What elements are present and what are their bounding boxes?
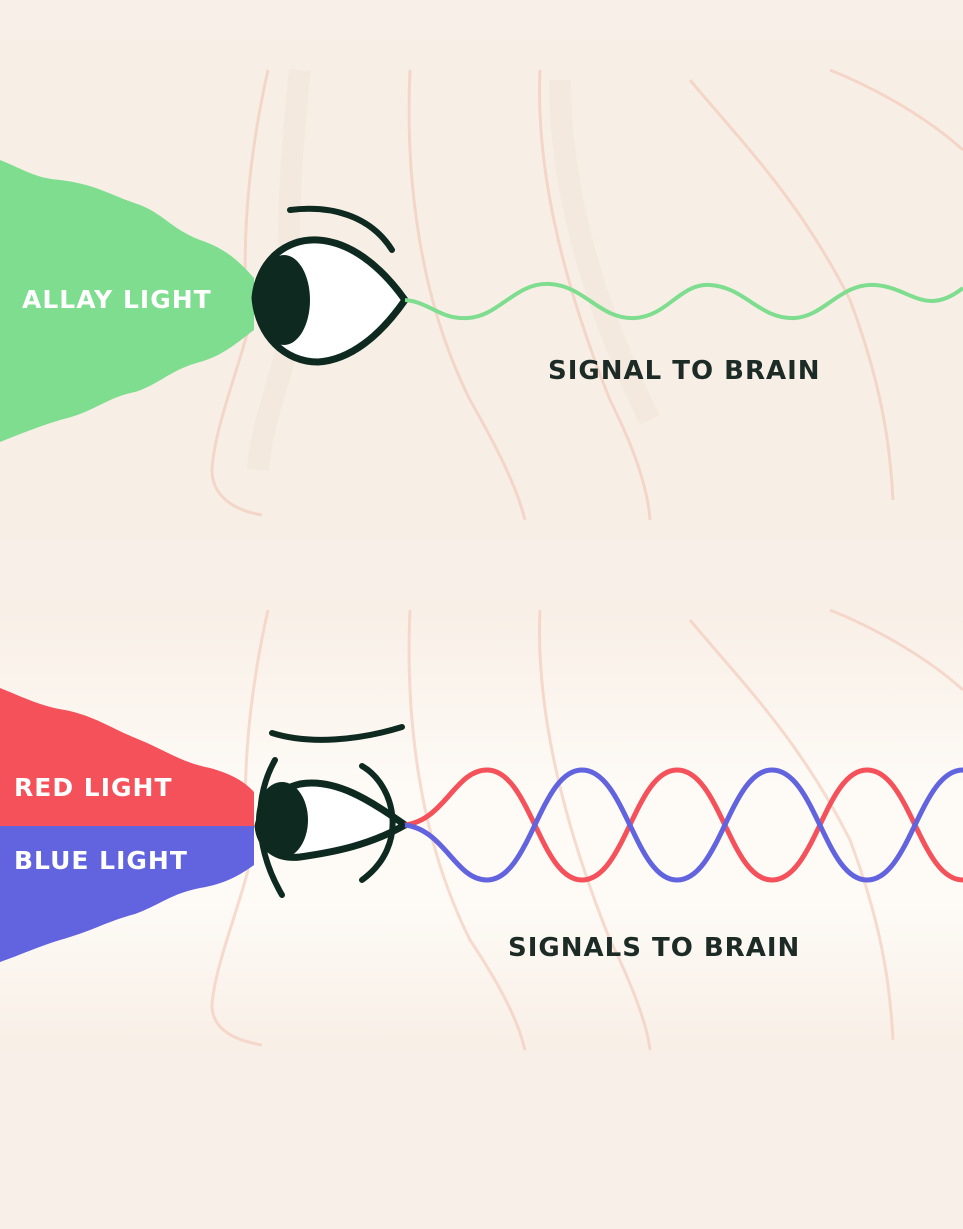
blue-light-label: BLUE LIGHT (14, 846, 188, 875)
blue-signal-wave (404, 767, 963, 883)
red-light-beam (0, 688, 254, 826)
signal-to-brain-label: SIGNAL TO BRAIN (548, 356, 821, 386)
squint-line-left (257, 757, 285, 898)
pupil (258, 255, 310, 345)
face-sketch (210, 608, 963, 1051)
signals-to-brain-label: SIGNALS TO BRAIN (508, 933, 801, 963)
allay-light-beam (0, 160, 254, 442)
face-sketch (210, 68, 963, 521)
red-signal-wave (404, 767, 963, 883)
squint-line-right (359, 763, 396, 883)
eyebrow (287, 205, 395, 253)
allay-signal-wave (404, 281, 963, 321)
eyebrow (269, 724, 405, 743)
panel-allay (0, 40, 963, 540)
eye-icon (254, 724, 409, 898)
red-light-label: RED LIGHT (14, 773, 173, 802)
allay-light-label: ALLAY LIGHT (22, 285, 212, 314)
blue-light-beam (0, 826, 254, 962)
panel-red-blue (0, 600, 963, 1052)
pupil (256, 782, 308, 858)
eye-icon (251, 205, 409, 366)
